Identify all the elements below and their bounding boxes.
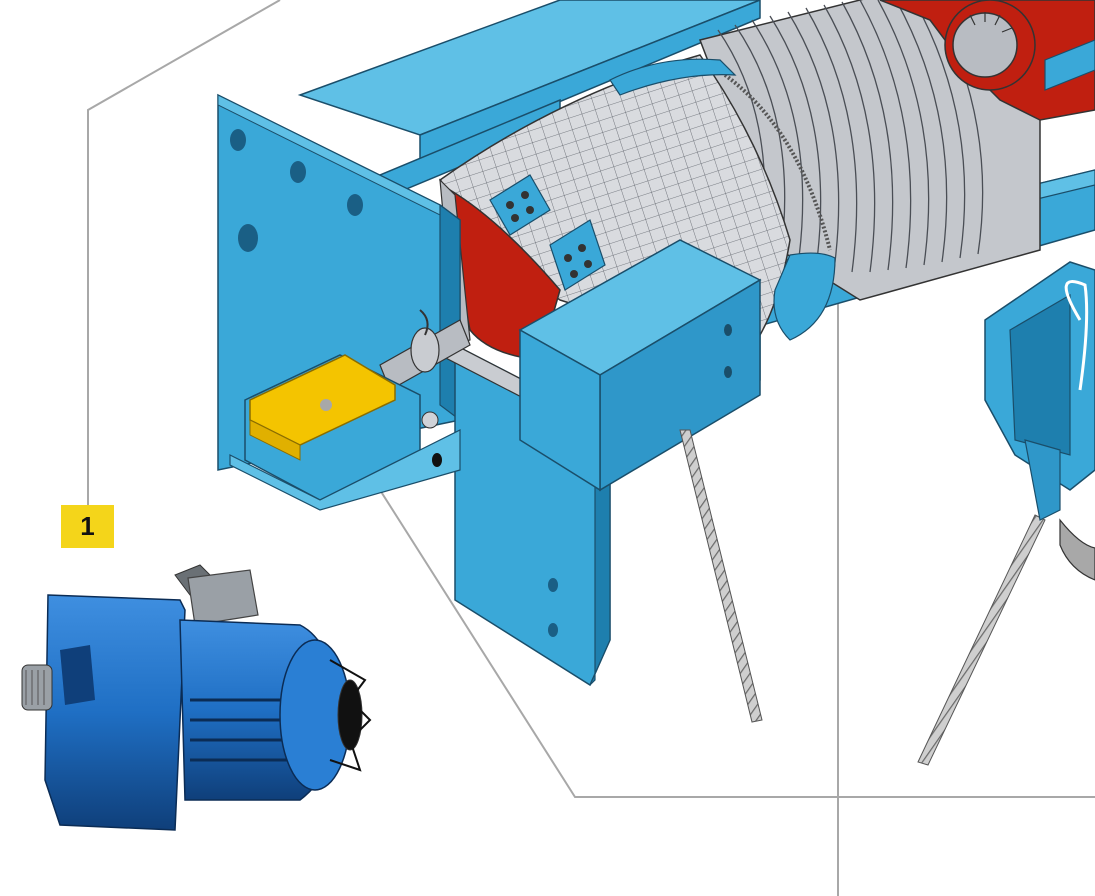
wire-rope: [679, 429, 1046, 766]
suspension-hook: [984, 261, 1095, 581]
rope-clamp: [489, 174, 606, 291]
limit-switch: [229, 354, 461, 511]
bearing-block: [518, 239, 762, 492]
leader-line-1: [87, 0, 281, 505]
leader-line-2: [325, 404, 1095, 798]
callout-number: 1: [80, 511, 95, 541]
geared-motor: [21, 564, 372, 831]
callout-badge-1: 1: [61, 505, 114, 548]
